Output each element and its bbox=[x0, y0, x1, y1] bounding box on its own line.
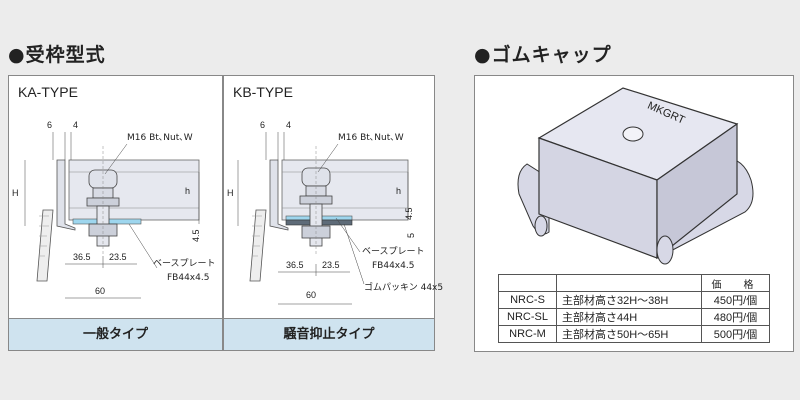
kb-type-panel: KB-TYPE 6 4 H h 4.5 5 36.5 23.5 60 M16 B… bbox=[223, 75, 443, 351]
row-desc: 主部材高さ50H～65H bbox=[556, 325, 702, 343]
kb-type-label: KB-TYPE bbox=[233, 84, 293, 100]
rubber-cap-illustration: MKGRT bbox=[517, 87, 754, 265]
dim-h: h bbox=[185, 186, 190, 196]
kb-caption: 騒音抑止タイプ bbox=[224, 318, 434, 350]
dim-60: 60 bbox=[95, 286, 105, 296]
table-header-row: 価 格 bbox=[498, 274, 770, 292]
header-price: 価 格 bbox=[701, 274, 770, 292]
dim-H: H bbox=[227, 188, 234, 198]
row-code: NRC-S bbox=[498, 291, 557, 309]
row-code: NRC-M bbox=[498, 325, 557, 343]
dim-60: 60 bbox=[306, 290, 316, 300]
header-desc bbox=[556, 274, 702, 292]
label-base-size: FB44x4.5 bbox=[167, 273, 209, 283]
ka-type-label: KA-TYPE bbox=[18, 84, 78, 100]
dim-6: 6 bbox=[260, 120, 265, 130]
label-base-size: FB44x4.5 bbox=[372, 261, 414, 271]
dim-4: 4 bbox=[73, 120, 78, 130]
dim-23-5: 23.5 bbox=[109, 252, 127, 262]
row-price: 480円/個 bbox=[701, 308, 770, 326]
row-desc: 主部材高さ44H bbox=[556, 308, 702, 326]
label-bolt: M16 Bt､Nut､W bbox=[338, 133, 404, 143]
dim-6: 6 bbox=[47, 120, 52, 130]
label-base-plate: ベースプレート bbox=[153, 258, 216, 269]
row-price: 450円/個 bbox=[701, 291, 770, 309]
price-table: 価 格 NRC-S 主部材高さ32H～38H 450円/個 NRC-SL 主部材… bbox=[498, 274, 770, 343]
ka-caption: 一般タイプ bbox=[9, 318, 222, 350]
label-bolt: M16 Bt､Nut､W bbox=[127, 133, 193, 143]
table-row: NRC-SL 主部材高さ44H 480円/個 bbox=[498, 308, 770, 326]
header-code bbox=[498, 274, 557, 292]
section-title-rubber-cap: ●ゴムキャップ bbox=[474, 44, 612, 66]
table-row: NRC-S 主部材高さ32H～38H 450円/個 bbox=[498, 291, 770, 309]
label-rubber-packing: ゴムパッキン 44x5 bbox=[364, 281, 443, 293]
ka-type-panel: KA-TYPE 6 4 H h 4.5 36.5 23.5 bbox=[8, 75, 223, 351]
ka-type-drawing: 6 4 H h 4.5 36.5 23.5 60 M16 Bt､Nut､W ベー… bbox=[12, 120, 216, 299]
dim-4: 4 bbox=[286, 120, 291, 130]
dim-4-5: 4.5 bbox=[191, 229, 201, 242]
dim-5: 5 bbox=[406, 233, 416, 238]
dim-h: h bbox=[396, 186, 401, 196]
label-base-plate: ベースプレート bbox=[362, 246, 425, 257]
dim-23-5: 23.5 bbox=[322, 260, 340, 270]
section-title-receiver-type: ●受枠型式 bbox=[8, 44, 106, 66]
dim-4-5: 4.5 bbox=[404, 207, 414, 220]
row-code: NRC-SL bbox=[498, 308, 557, 326]
table-row: NRC-M 主部材高さ50H～65H 500円/個 bbox=[498, 325, 770, 343]
dim-36-5: 36.5 bbox=[286, 260, 304, 270]
dim-36-5: 36.5 bbox=[73, 252, 91, 262]
kb-type-drawing: 6 4 H h 4.5 5 36.5 23.5 60 M16 Bt､Nut､W … bbox=[227, 120, 443, 305]
dim-H: H bbox=[12, 188, 19, 198]
row-price: 500円/個 bbox=[701, 325, 770, 343]
row-desc: 主部材高さ32H～38H bbox=[556, 291, 702, 309]
